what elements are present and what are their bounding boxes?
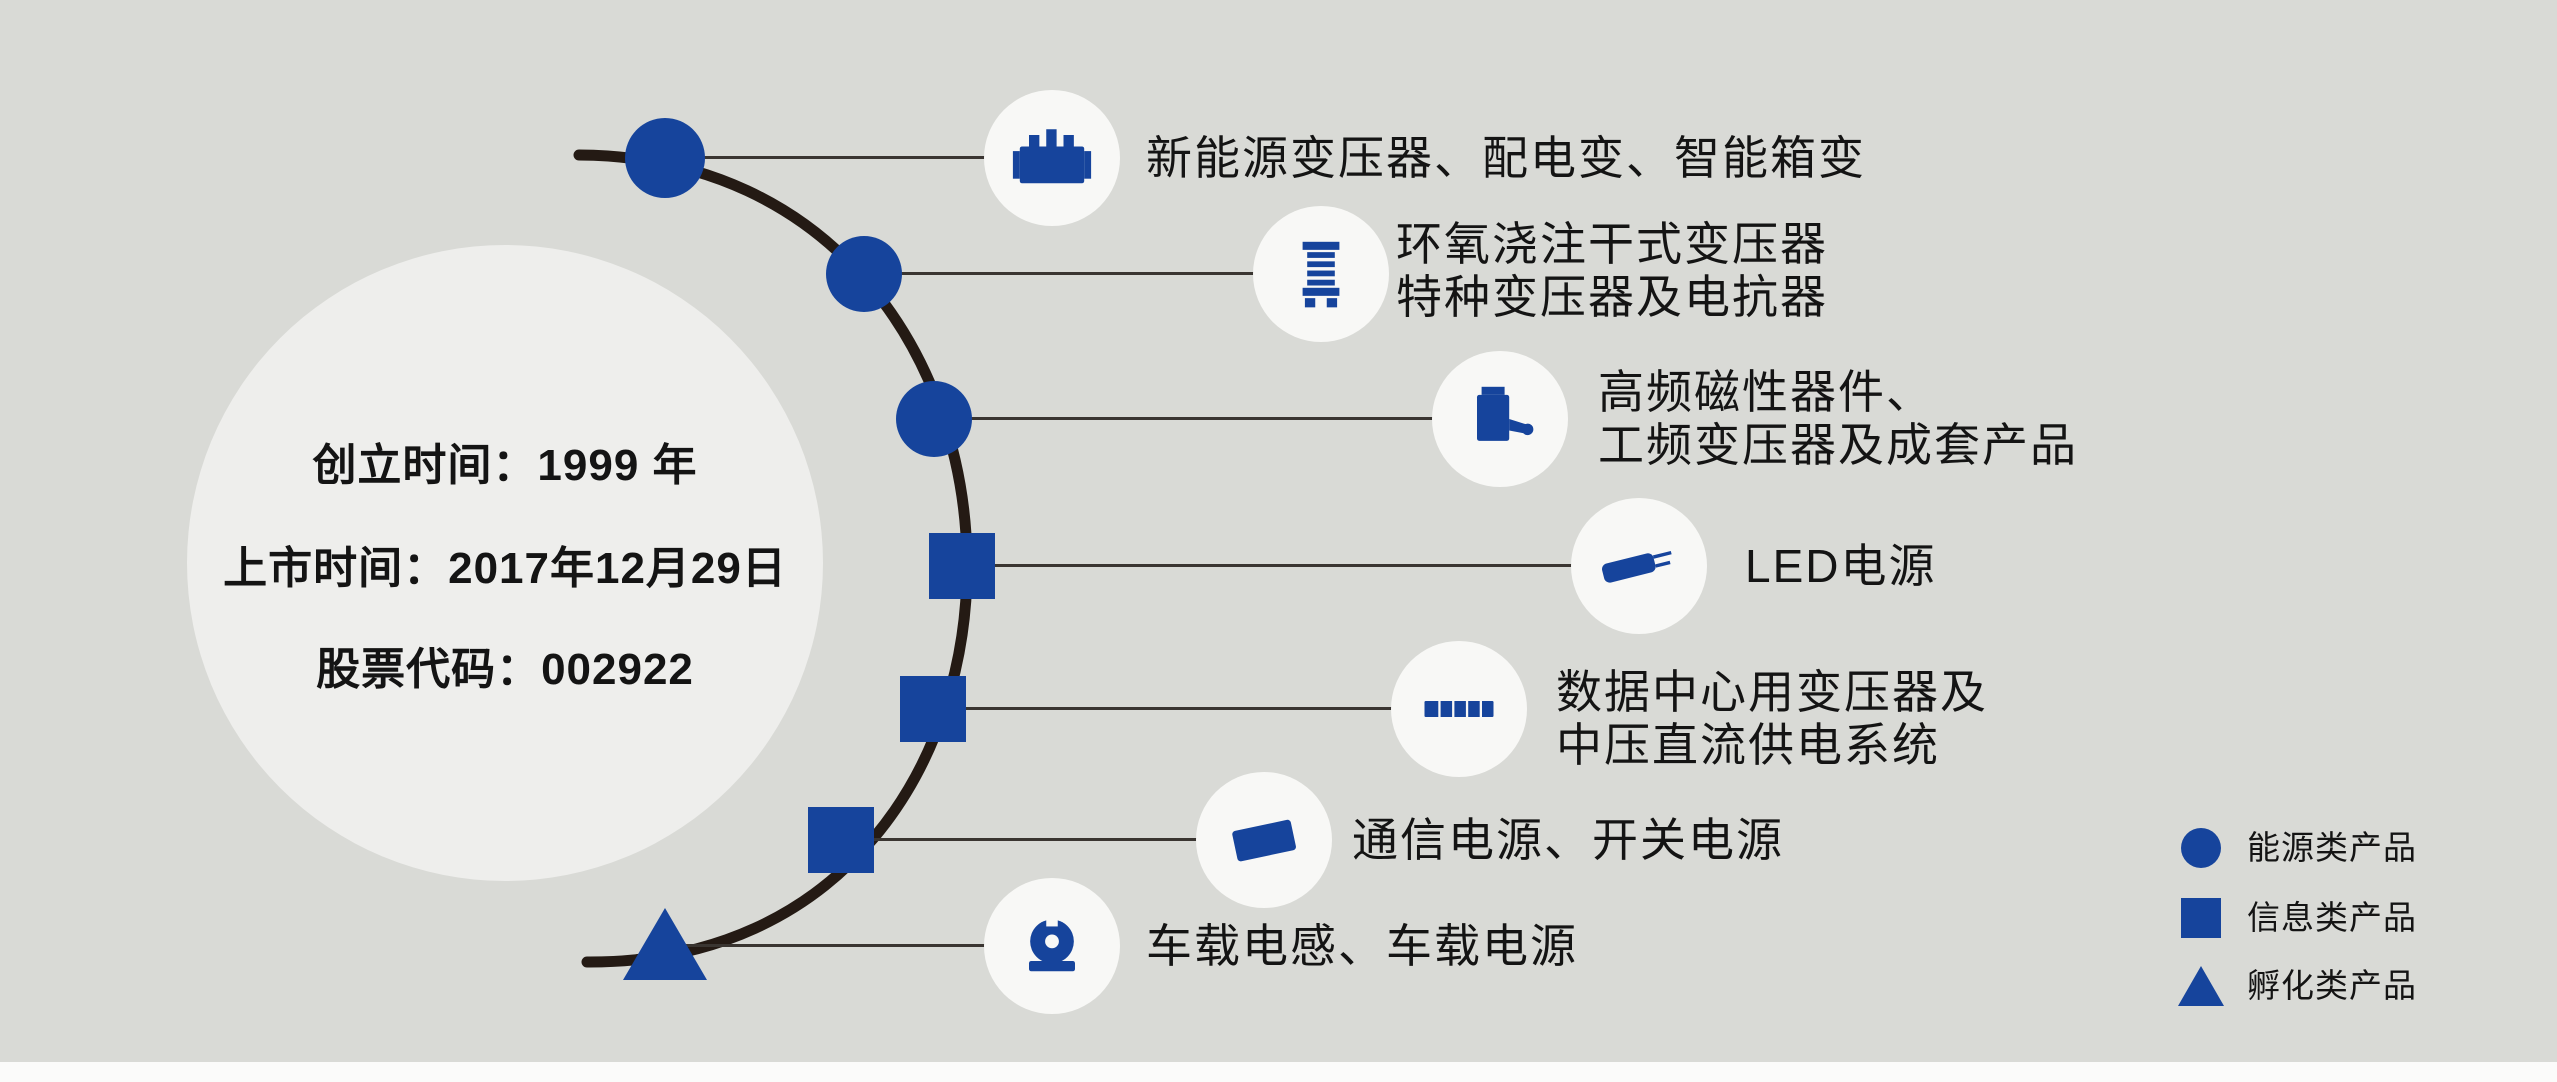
- legend-label-incubation: 孵化类产品: [2247, 967, 2417, 1004]
- product-marker-energy: [896, 381, 972, 457]
- bottom-strip: [0, 1062, 2557, 1082]
- connector-line: [934, 417, 1500, 420]
- product-icon-bubble: [1196, 772, 1332, 908]
- product-label-line: 特种变压器及电抗器: [1396, 271, 1828, 323]
- product-label-line: 工频变压器及成套产品: [1598, 419, 2078, 471]
- company-founded-text: 创立时间：1999 年: [312, 441, 698, 490]
- product-label-line: 新能源变压器、配电变、智能箱变: [1146, 132, 1866, 184]
- product-icon-bubble: [984, 90, 1120, 226]
- product-label: 通信电源、开关电源: [1352, 814, 1784, 867]
- product-icon-bubble: [1253, 206, 1389, 342]
- product-label: 高频磁性器件、 工频变压器及成套产品: [1598, 366, 2078, 472]
- legend-square-marker: [2181, 898, 2221, 938]
- product-marker-information: [900, 676, 966, 742]
- product-marker-information: [808, 807, 874, 873]
- product-marker-energy: [826, 236, 902, 312]
- product-label: LED电源: [1745, 540, 1936, 593]
- led-power-icon: [1602, 550, 1672, 583]
- product-marker-incubation: [623, 908, 707, 980]
- magnetic-component-icon: [1477, 386, 1534, 441]
- product-icon-bubble: [1391, 641, 1527, 777]
- product-icon-bubble: [1571, 498, 1707, 634]
- connector-line: [665, 944, 1052, 947]
- data-center-power-icon: [1424, 700, 1494, 718]
- product-label-line: 通信电源、开关电源: [1352, 814, 1784, 866]
- legend-circle-marker: [2181, 828, 2221, 868]
- product-label: 数据中心用变压器及 中压直流供电系统: [1556, 666, 1988, 772]
- product-icon-bubble: [984, 878, 1120, 1014]
- connector-line: [933, 707, 1459, 710]
- dry-type-transformer-icon: [1302, 241, 1340, 308]
- connector-line: [864, 272, 1321, 275]
- connector-line: [665, 156, 1052, 159]
- product-label-line: 环氧浇注干式变压器: [1396, 218, 1828, 270]
- telecom-power-icon: [1232, 819, 1296, 862]
- product-label-line: 数据中心用变压器及: [1556, 666, 1988, 718]
- legend-label-information: 信息类产品: [2247, 899, 2417, 936]
- product-marker-information: [929, 533, 995, 599]
- company-stock-code-text: 股票代码：002922: [316, 645, 694, 694]
- legend-label-energy: 能源类产品: [2247, 829, 2417, 866]
- company-listed-text: 上市时间：2017年12月29日: [223, 544, 787, 593]
- vehicle-power-icon: [1029, 916, 1075, 972]
- company-info-circle: 创立时间：1999 年 上市时间：2017年12月29日 股票代码：002922: [187, 245, 823, 881]
- connector-line: [841, 838, 1264, 841]
- product-label-line: 车载电感、车载电源: [1146, 920, 1578, 972]
- product-label-line: LED电源: [1745, 540, 1937, 592]
- product-marker-energy: [625, 118, 705, 198]
- product-label: 环氧浇注干式变压器 特种变压器及电抗器: [1396, 218, 1828, 324]
- product-label: 新能源变压器、配电变、智能箱变: [1146, 132, 1866, 185]
- legend-triangle-marker: [2178, 966, 2224, 1006]
- transformer-icon: [1012, 129, 1092, 184]
- connector-line: [962, 564, 1639, 567]
- product-icon-bubble: [1432, 351, 1568, 487]
- product-label-line: 高频磁性器件、: [1598, 366, 1934, 418]
- product-label-line: 中压直流供电系统: [1556, 719, 1940, 771]
- product-label: 车载电感、车载电源: [1146, 920, 1578, 973]
